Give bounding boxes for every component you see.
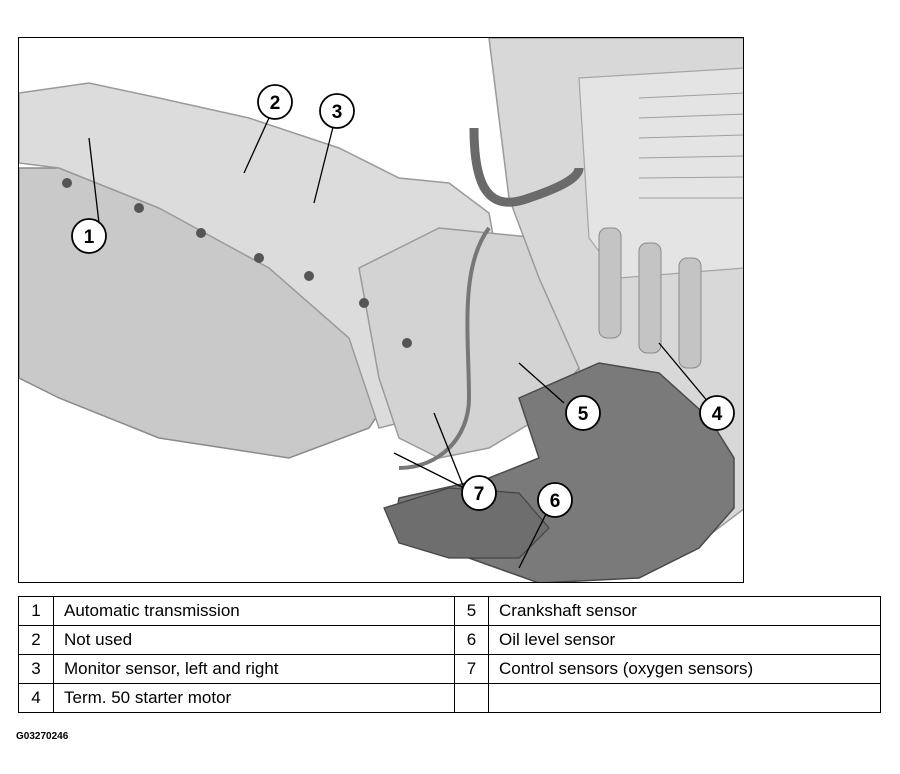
callout-6-label: 6	[550, 491, 561, 512]
engine-drawing: 1 2 3 4 5 6 7	[19, 38, 743, 582]
legend-description: Automatic transmission	[53, 596, 455, 626]
callout-1-label: 1	[84, 227, 95, 248]
callout-7-label: 7	[474, 484, 485, 505]
legend-number: 4	[18, 683, 54, 713]
callout-3-label: 3	[332, 102, 343, 123]
legend-description: Term. 50 starter motor	[53, 683, 455, 713]
engine-ribs	[638, 92, 743, 199]
engine-illustration: 1 2 3 4 5 6 7	[18, 37, 744, 583]
callout-7: 7	[461, 475, 497, 511]
legend-description: Oil level sensor	[488, 625, 881, 655]
callout-4: 4	[699, 395, 735, 431]
wire-harness	[398, 226, 491, 470]
legend-description: Not used	[53, 625, 455, 655]
legend-number	[454, 683, 489, 713]
leader-lines	[88, 117, 710, 569]
legend-number: 6	[454, 625, 489, 655]
callout-5: 5	[565, 395, 601, 431]
legend-number: 3	[18, 654, 54, 684]
callout-2: 2	[257, 84, 293, 120]
callout-6: 6	[537, 482, 573, 518]
lower-bracket	[383, 487, 550, 559]
pan-bolts	[62, 178, 412, 348]
legend-row: 4 Term. 50 starter motor	[18, 683, 881, 713]
callout-4-label: 4	[712, 404, 723, 425]
callout-2-label: 2	[270, 93, 281, 114]
callout-3: 3	[319, 93, 355, 129]
legend-number: 5	[454, 596, 489, 626]
legend-description	[488, 683, 881, 713]
legend-table: 1 Automatic transmission 5 Crankshaft se…	[18, 596, 881, 713]
legend-description: Monitor sensor, left and right	[53, 654, 455, 684]
legend-row: 1 Automatic transmission 5 Crankshaft se…	[18, 596, 881, 626]
legend-number: 1	[18, 596, 54, 626]
legend-row: 2 Not used 6 Oil level sensor	[18, 625, 881, 655]
intake-runners	[598, 227, 702, 369]
legend-number: 7	[454, 654, 489, 684]
hose	[469, 127, 584, 207]
callout-1: 1	[71, 218, 107, 254]
figure-id-caption: G03270246	[16, 731, 69, 742]
legend-description: Crankshaft sensor	[488, 596, 881, 626]
callout-5-label: 5	[578, 404, 589, 425]
legend-description: Control sensors (oxygen sensors)	[488, 654, 881, 684]
legend-row: 3 Monitor sensor, left and right 7 Contr…	[18, 654, 881, 684]
legend-number: 2	[18, 625, 54, 655]
